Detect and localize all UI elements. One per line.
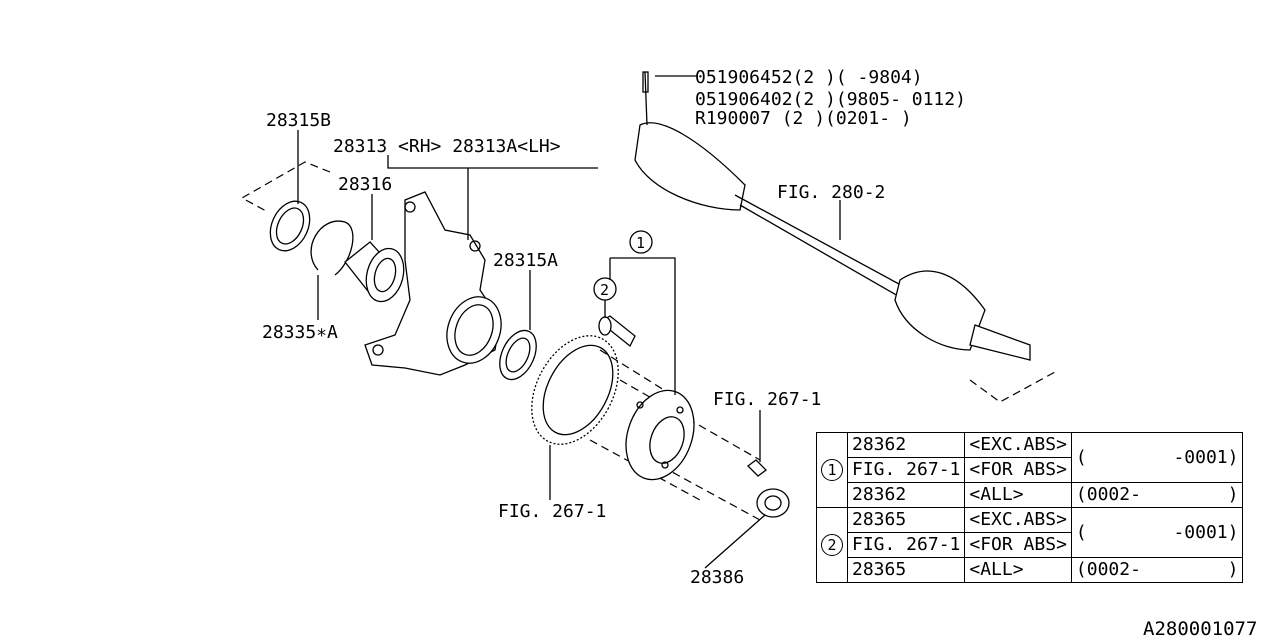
label-28316: 28316 bbox=[338, 174, 392, 195]
range-cell: ( -0001) bbox=[1070, 507, 1244, 558]
part-cell[interactable]: 28365 bbox=[846, 507, 966, 533]
label-28386: 28386 bbox=[690, 567, 744, 588]
pin-line-1: 051906452(2 )( -9804) bbox=[695, 67, 923, 88]
assembly-frame-left bbox=[240, 161, 331, 213]
table-row: 2 28365 <EXC.ABS> ( -0001) bbox=[816, 507, 1244, 583]
range-cell: ( -0001) bbox=[1070, 432, 1244, 483]
axle-shaft-fig280-2 bbox=[634, 71, 1056, 403]
label-28335a: 28335∗A bbox=[262, 322, 338, 343]
table-row: 28362 <ALL> (0002- ) bbox=[817, 482, 1244, 508]
spec-cell: <ALL> bbox=[964, 482, 1072, 508]
hub-28362 bbox=[589, 349, 761, 521]
table-row: 28365 <ALL> (0002- ) bbox=[817, 557, 1244, 583]
housing-knuckle-28313 bbox=[364, 191, 502, 376]
label-28313: 28313 <RH> 28313A<LH> bbox=[333, 136, 561, 157]
abs-bolt bbox=[747, 459, 767, 477]
part-cell[interactable]: 28362 bbox=[846, 482, 966, 508]
label-28315b: 28315B bbox=[266, 110, 331, 131]
table-row: FIG. 267-1 <FOR ABS> bbox=[817, 532, 1243, 558]
label-28315a: 28315A bbox=[493, 250, 558, 271]
oil-seal-28315b bbox=[269, 200, 311, 252]
ref-2-label: 2 bbox=[600, 281, 609, 299]
spec-cell: <EXC.ABS> bbox=[964, 432, 1072, 458]
label-fig-280-2[interactable]: FIG. 280-2 bbox=[777, 182, 885, 203]
ref-number: 1 bbox=[821, 459, 843, 481]
oil-seal-28315a bbox=[499, 329, 537, 381]
part-cell[interactable]: FIG. 267-1 bbox=[846, 457, 966, 483]
spec-cell: <FOR ABS> bbox=[964, 532, 1072, 558]
range-cell: (0002- ) bbox=[1070, 482, 1244, 508]
part-cell[interactable]: FIG. 267-1 bbox=[846, 532, 966, 558]
ref-1-label: 1 bbox=[636, 234, 645, 252]
hub-bolt-28365 bbox=[598, 315, 636, 348]
tone-ring bbox=[531, 335, 619, 445]
ref-circle-2 bbox=[593, 277, 617, 301]
ref-circle-1 bbox=[629, 230, 653, 254]
table-row: FIG. 267-1 <FOR ABS> bbox=[817, 457, 1243, 483]
range-cell: (0002- ) bbox=[1070, 557, 1244, 583]
spec-cell: <ALL> bbox=[964, 557, 1072, 583]
applicability-table: 1 28362 <EXC.ABS> ( -0001) FIG. 267-1 <F… bbox=[816, 432, 1244, 583]
label-fig-267-1-right[interactable]: FIG. 267-1 bbox=[713, 389, 821, 410]
axle-nut-28386 bbox=[756, 488, 790, 518]
part-cell[interactable]: 28365 bbox=[846, 557, 966, 583]
bearing-28316 bbox=[344, 241, 405, 303]
ref-cell: 2 bbox=[816, 507, 848, 583]
pin-line-2: 051906402(2 )(9805- 0112) bbox=[695, 89, 966, 110]
ref-number: 2 bbox=[821, 534, 843, 556]
part-cell[interactable]: 28362 bbox=[846, 432, 966, 458]
spec-cell: <FOR ABS> bbox=[964, 457, 1072, 483]
label-fig-267-1-bottom[interactable]: FIG. 267-1 bbox=[498, 501, 606, 522]
ref-cell: 1 bbox=[816, 432, 848, 508]
table-row: 1 28362 <EXC.ABS> ( -0001) bbox=[816, 432, 1244, 508]
spec-cell: <EXC.ABS> bbox=[964, 507, 1072, 533]
snap-ring-28335a bbox=[310, 220, 354, 276]
pin-line-3: R190007 (2 )(0201- ) bbox=[695, 108, 912, 129]
diagram-code: A280001077 bbox=[1143, 618, 1258, 640]
